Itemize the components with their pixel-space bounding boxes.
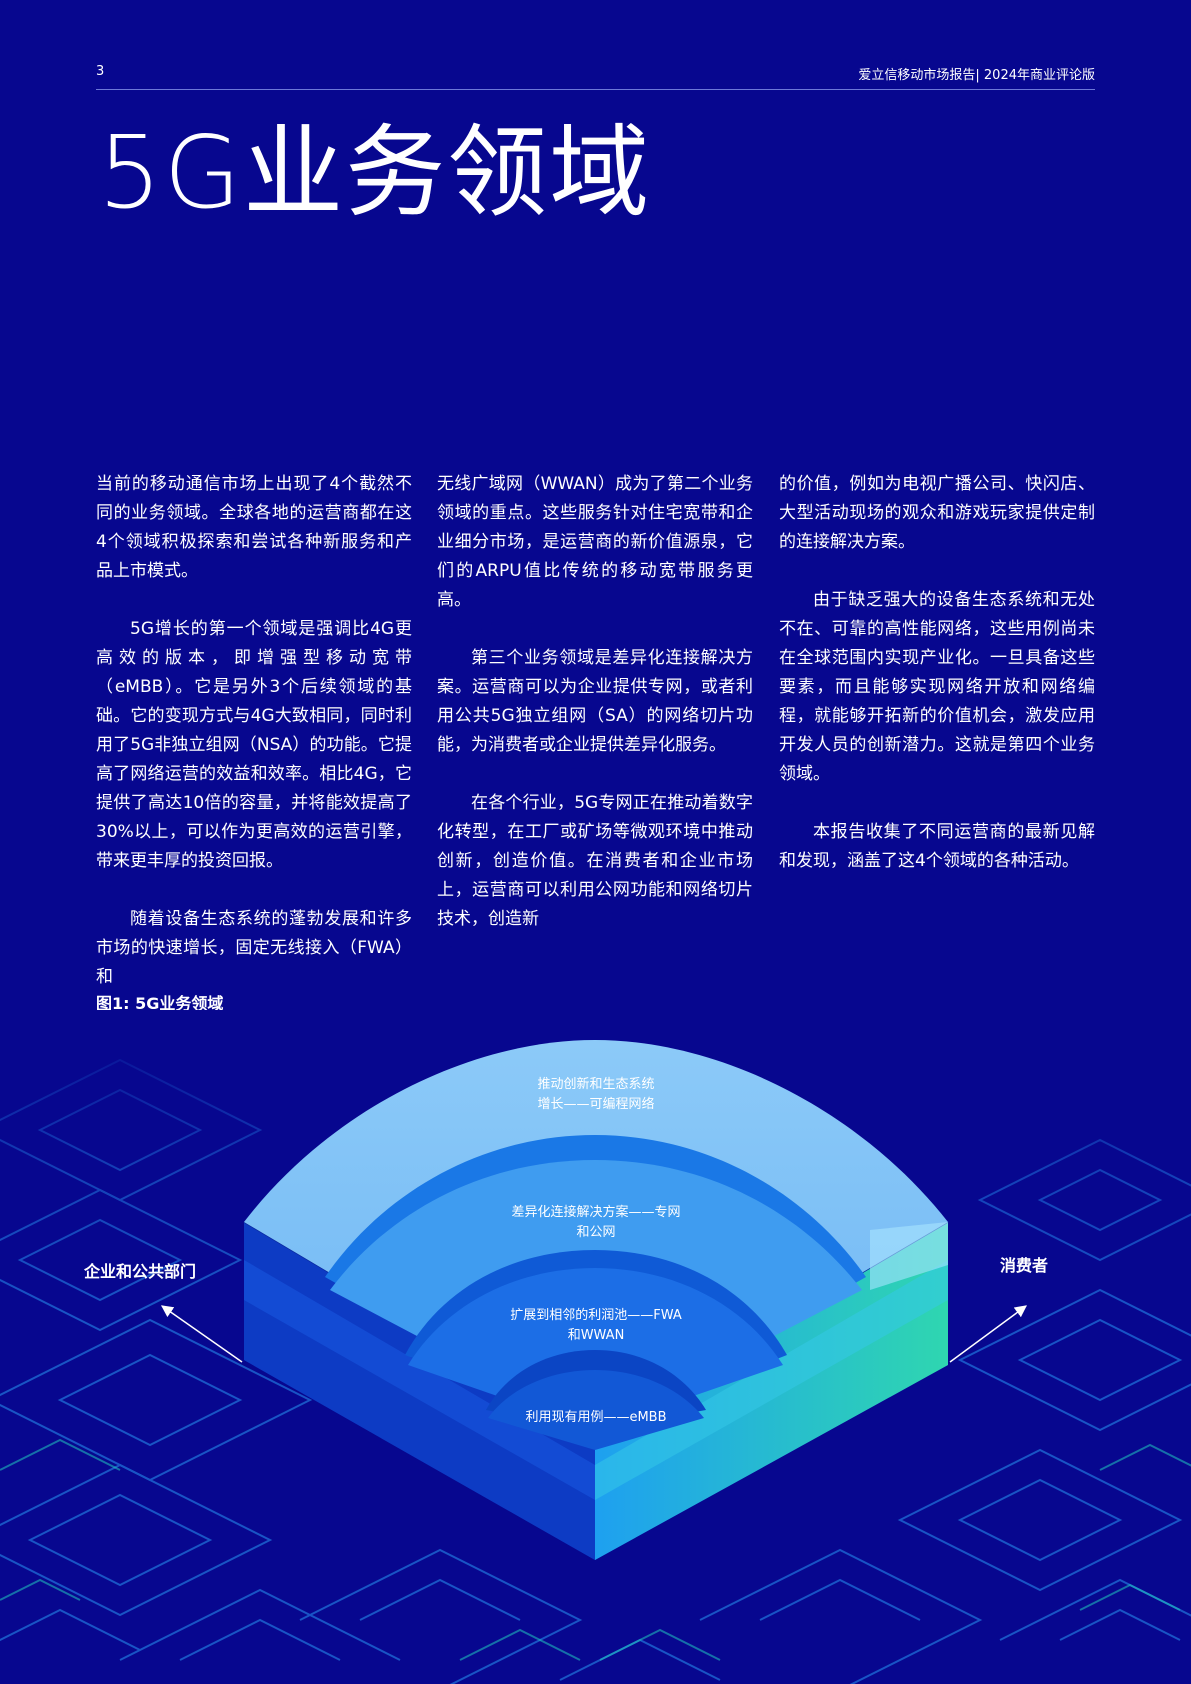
consumers-label: 消费者 xyxy=(1000,1256,1048,1275)
enterprise-public-sector-label: 企业和公共部门 xyxy=(83,1262,196,1281)
fan-top xyxy=(244,1040,948,1450)
layer-label-programmable-network: 推动创新和生态系统 xyxy=(537,1076,654,1092)
text-column-2: 无线广域网（WWAN）成为了第二个业务领域的重点。这些服务针对住宅宽带和企业细分… xyxy=(437,470,753,934)
paragraph: 无线广域网（WWAN）成为了第二个业务领域的重点。这些服务针对住宅宽带和企业细分… xyxy=(437,474,753,610)
paragraph: 当前的移动通信市场上出现了4个截然不同的业务领域。全球各地的运营商都在这4个领域… xyxy=(96,474,412,581)
text-column-3: 的价值，例如为电视广播公司、快闪店、大型活动现场的观众和游戏玩家提供定制的连接解… xyxy=(779,470,1095,876)
paragraph: 第三个业务领域是差异化连接解决方案。运营商可以为企业提供专网，或者利用公共5G独… xyxy=(437,648,753,755)
fan-base xyxy=(243,1221,949,1560)
paragraph: 随着设备生态系统的蓬勃发展和许多市场的快速增长，固定无线接入（FWA）和 xyxy=(96,909,412,987)
layer-label-fwa-wwan: 扩展到相邻的利润池——FWA xyxy=(510,1307,682,1323)
business-areas-figure: 推动创新和生态系统 增长——可编程网络 差异化连接解决方案——专网 和公网 扩展… xyxy=(0,1010,1191,1684)
layer-label-differentiated-connectivity-2: 和公网 xyxy=(576,1225,615,1240)
figure-caption: 图1: 5G业务领域 xyxy=(96,994,224,1013)
paragraph: 的价值，例如为电视广播公司、快闪店、大型活动现场的观众和游戏玩家提供定制的连接解… xyxy=(779,474,1095,552)
page-title: 5G业务领域 xyxy=(98,114,652,231)
layer-label-differentiated-connectivity: 差异化连接解决方案——专网 xyxy=(511,1204,680,1220)
layer-label-embb: 利用现有用例——eMBB xyxy=(525,1410,666,1425)
report-title: 爱立信移动市场报告| 2024年商业评论版 xyxy=(858,68,1095,83)
layer-label-fwa-wwan-2: 和WWAN xyxy=(568,1328,625,1343)
consumers-arrow xyxy=(949,1305,1027,1363)
text-column-1: 当前的移动通信市场上出现了4个截然不同的业务领域。全球各地的运营商都在这4个领域… xyxy=(96,470,412,992)
paragraph: 5G增长的第一个领域是强调比4G更高效的版本，即增强型移动宽带（eMBB）。它是… xyxy=(96,619,412,871)
paragraph: 本报告收集了不同运营商的最新见解和发现，涵盖了这4个领域的各种活动。 xyxy=(779,822,1095,871)
page-number: 3 xyxy=(96,64,105,79)
paragraph: 在各个行业，5G专网正在推动着数字化转型，在工厂或矿场等微观环境中推动创新，创造… xyxy=(437,793,753,929)
header-divider xyxy=(96,89,1095,90)
paragraph: 由于缺乏强大的设备生态系统和无处不在、可靠的高性能网络，这些用例尚未在全球范围内… xyxy=(779,590,1095,784)
layer-label-programmable-network-2: 增长——可编程网络 xyxy=(537,1096,654,1112)
enterprise-arrow xyxy=(161,1305,243,1363)
